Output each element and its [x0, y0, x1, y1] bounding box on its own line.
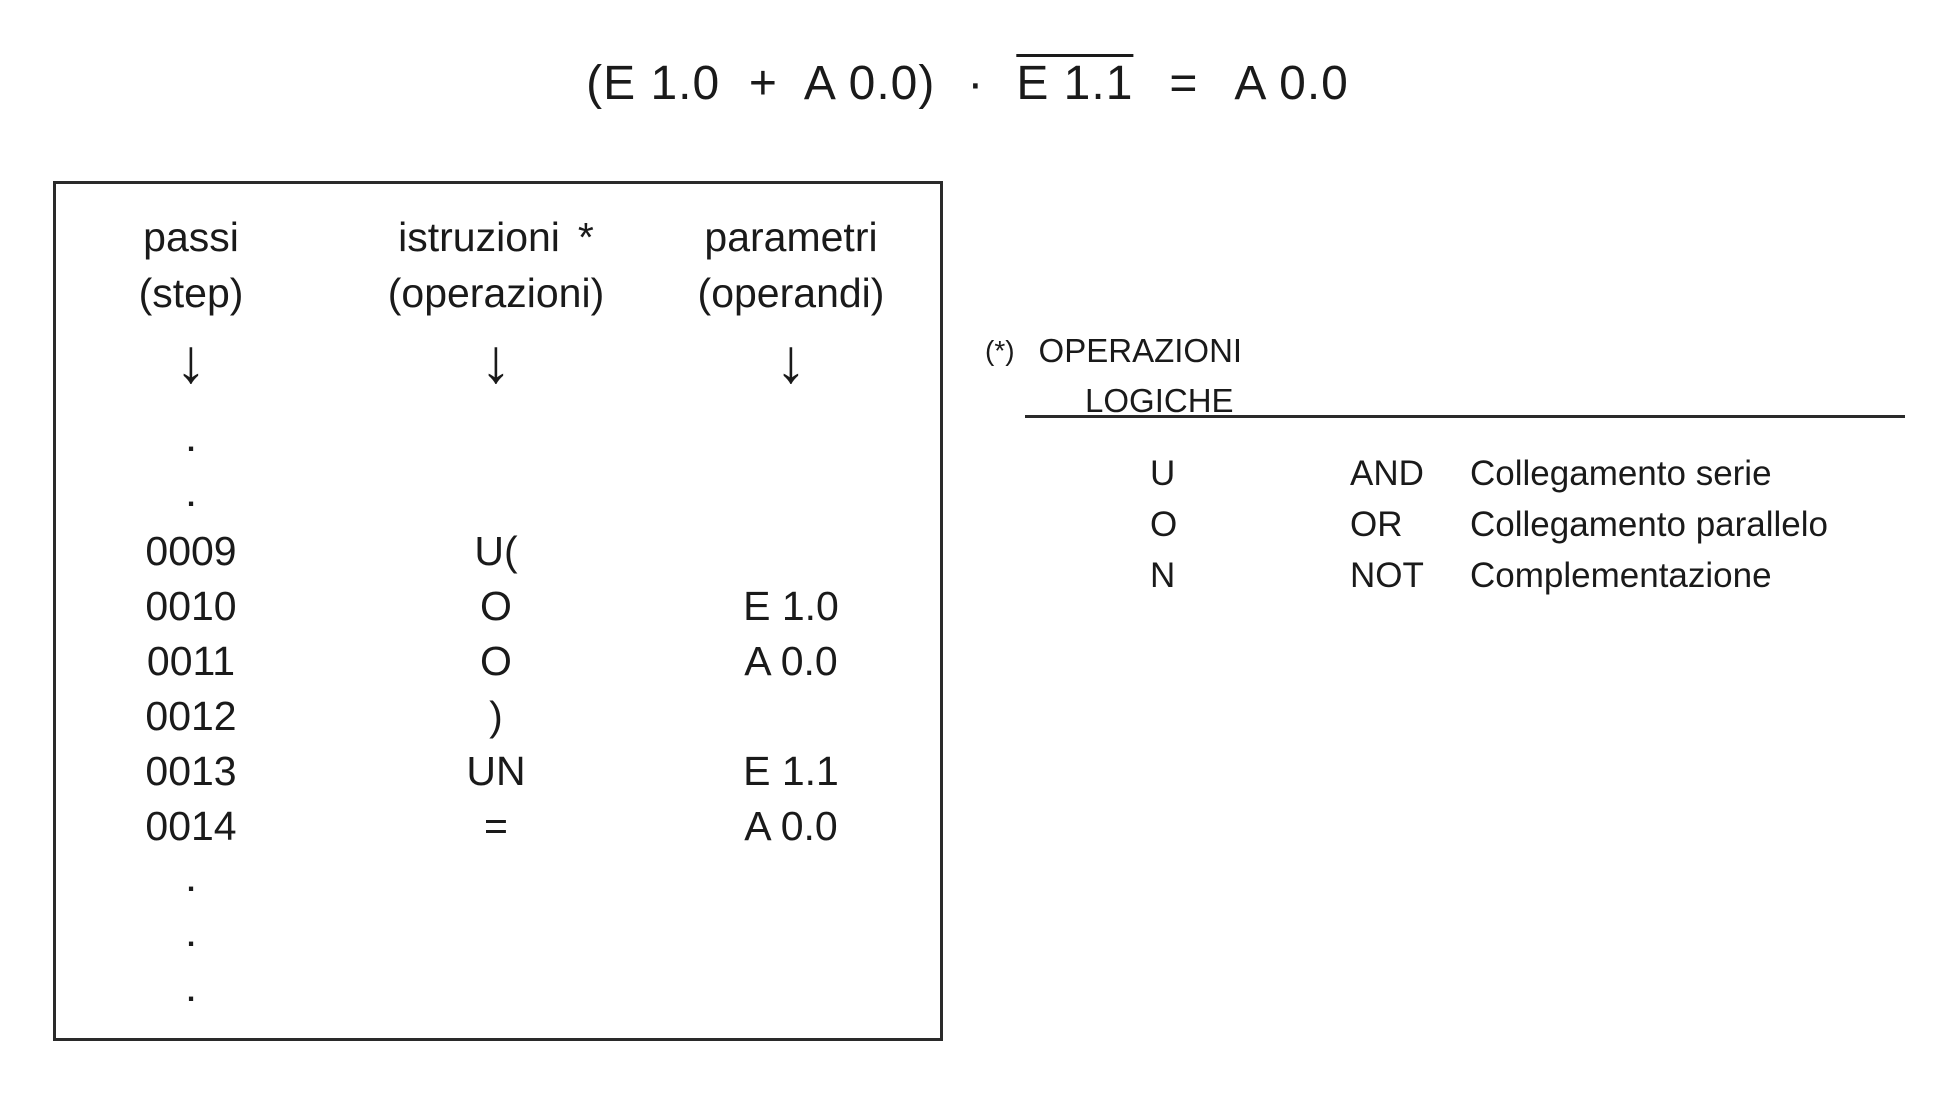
equation-result: A 0.0	[1234, 57, 1349, 110]
legend-operation: OR	[1350, 505, 1403, 544]
legend-divider	[1025, 415, 1905, 418]
equation-and-dot: ·	[967, 57, 985, 110]
operand-parameter: A 0.0	[744, 638, 838, 684]
legend-item: O OR Collegamento parallelo	[985, 499, 1905, 550]
operations-header: istruzioni * (operazioni)	[346, 209, 646, 321]
steps-column: passi (step) ↓	[96, 209, 286, 405]
legend-code: N	[1150, 556, 1176, 595]
step-number: 0014	[145, 803, 237, 849]
equation-left-group: (E 1.0 + A 0.0)	[586, 57, 936, 110]
legend-title-line1: OPERAZIONI	[1038, 332, 1243, 369]
operation-instruction: O	[480, 638, 512, 684]
step-number: 0009	[145, 528, 237, 574]
operand-parameter: E 1.1	[743, 748, 839, 794]
operations-column: istruzioni * (operazioni) ↓	[346, 209, 646, 405]
ellipsis-dot: .	[186, 865, 196, 898]
operation-instruction: =	[484, 803, 508, 849]
operation-instruction: )	[489, 693, 503, 739]
parameters-header-line1: parametri	[704, 214, 878, 260]
legend-description: Complementazione	[1470, 556, 1772, 595]
steps-header-line1: passi	[143, 214, 239, 260]
parameters-header-line2: (operandi)	[697, 270, 885, 316]
operation-instruction: UN	[466, 748, 526, 794]
legend-description: Collegamento serie	[1470, 454, 1772, 493]
legend-list: U AND Collegamento serie O OR Collegamen…	[985, 448, 1905, 601]
operation-instruction: O	[480, 583, 512, 629]
legend-item: N NOT Complementazione	[985, 550, 1905, 601]
operand-parameter	[656, 524, 926, 579]
operand-parameter: E 1.0	[743, 583, 839, 629]
down-arrow-icon: ↓	[480, 327, 512, 396]
step-number: 0012	[145, 693, 237, 739]
down-arrow-icon: ↓	[175, 327, 207, 396]
parameters-column: parametri (operandi) ↓	[656, 209, 926, 405]
legend-operation: AND	[1350, 454, 1424, 493]
operand-parameter: A 0.0	[744, 803, 838, 849]
legend-code: U	[1150, 454, 1176, 493]
parameters-header: parametri (operandi)	[656, 209, 926, 321]
operations-header-line1: istruzioni	[398, 214, 560, 260]
legend-code: O	[1150, 505, 1178, 544]
step-number: 0010	[145, 583, 237, 629]
equation-equals: =	[1169, 57, 1199, 110]
ellipsis-dot: .	[186, 920, 196, 953]
logic-equation: (E 1.0 + A 0.0) · E 1.1 = A 0.0	[0, 56, 1935, 111]
operations-header-line2: (operazioni)	[387, 270, 605, 316]
step-number: 0011	[146, 638, 236, 684]
legend-footnote-marker: (*)	[985, 335, 1015, 366]
legend-item: U AND Collegamento serie	[985, 448, 1905, 499]
ellipsis-dot: .	[186, 975, 196, 1008]
steps-header-line2: (step)	[138, 270, 244, 316]
legend-operation: NOT	[1350, 556, 1424, 595]
operand-parameter	[656, 689, 926, 744]
legend-title-line2: LOGICHE	[1085, 382, 1234, 419]
legend-description: Collegamento parallelo	[1470, 505, 1828, 544]
legend-title: (*) OPERAZIONI LOGICHE	[985, 326, 1242, 426]
operations-footnote-marker: *	[577, 214, 594, 260]
ellipsis-dot: .	[186, 480, 196, 513]
step-number: 0013	[145, 748, 237, 794]
down-arrow-icon: ↓	[775, 327, 807, 396]
ellipsis-dot: .	[186, 425, 196, 458]
operation-instruction: U(	[474, 528, 518, 574]
equation-negated-term: E 1.1	[1016, 57, 1134, 110]
steps-header: passi (step)	[96, 209, 286, 321]
program-listing-box: passi (step) ↓ istruzioni * (operazioni) …	[53, 181, 943, 1041]
